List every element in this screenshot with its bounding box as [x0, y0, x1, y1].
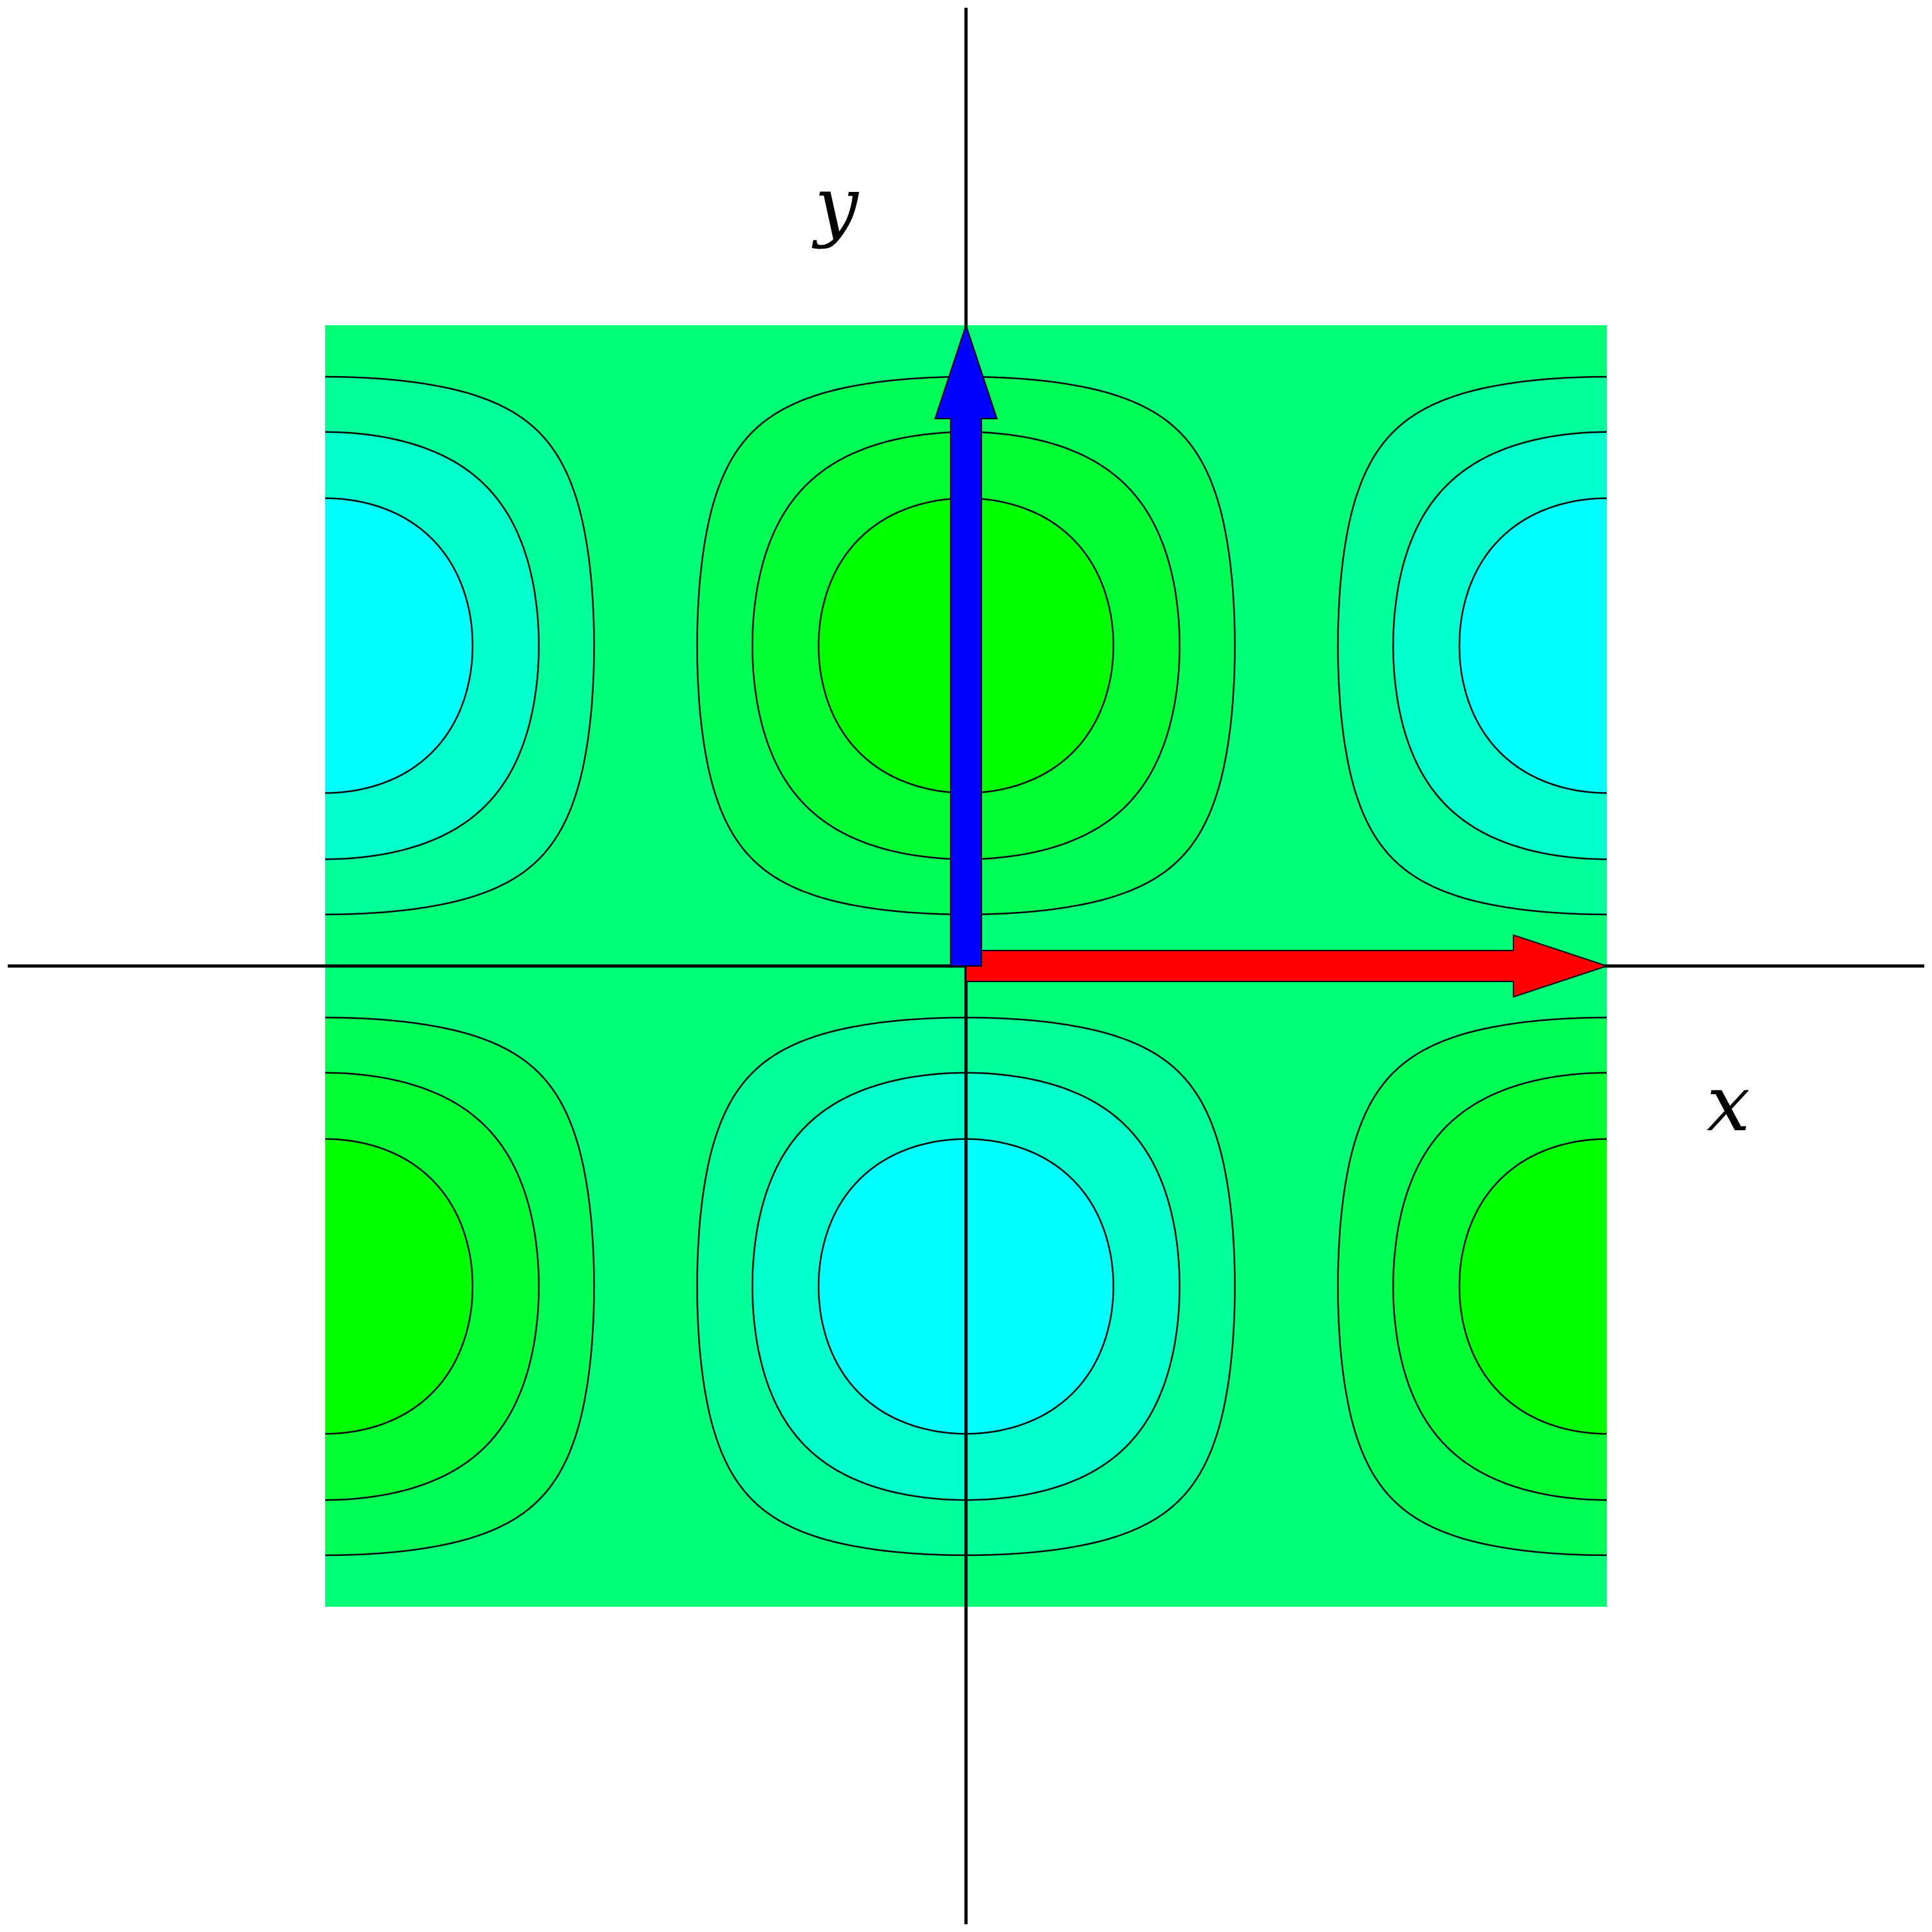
contour-line-level [325, 497, 1607, 1435]
x-arrow [965, 934, 1609, 998]
x-axis-label: x [1707, 1059, 1750, 1149]
contour-line-level [325, 431, 1607, 1501]
contour-line-level [325, 375, 1607, 1557]
y-arrow [934, 323, 998, 967]
contour-line-level [325, 497, 1607, 1435]
y-axis-label: y [811, 161, 860, 251]
contour-lines [325, 375, 1607, 1557]
contour-line-level [325, 375, 1607, 1557]
